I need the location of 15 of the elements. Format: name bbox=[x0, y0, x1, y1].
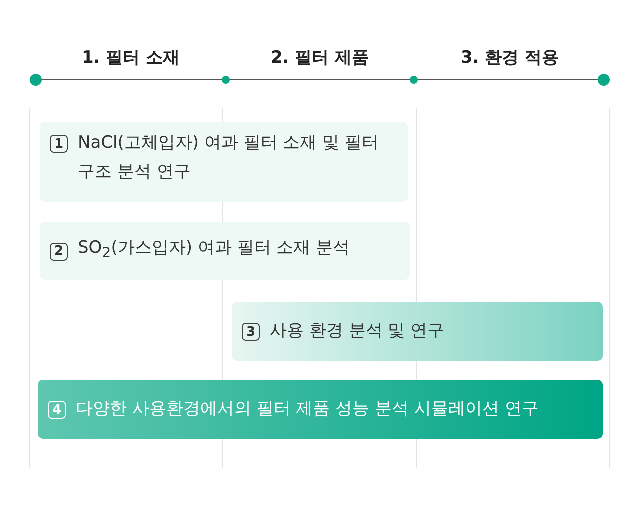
task-bar bbox=[232, 302, 603, 361]
task-bar bbox=[40, 122, 408, 202]
task-text: 사용 환경 분석 및 연구 bbox=[270, 320, 445, 343]
step-number: 4 bbox=[48, 401, 66, 419]
task-text: SO$_{2}$(가스입자) 여과 필터 소재 분석 bbox=[78, 236, 350, 264]
step-number: 2 bbox=[50, 242, 68, 260]
task-text: NaCl(고체입자) 여과 필터 소재 및 필터 구조 분석 연구 bbox=[78, 132, 380, 184]
phase-heading: 2. 필터 제품 bbox=[270, 47, 370, 69]
task-text: 다양한 사용환경에서의 필터 제품 성능 분석 시뮬레이션 연구 bbox=[76, 398, 539, 421]
phase-heading: 1. 필터 소재 bbox=[80, 47, 182, 69]
task-bar bbox=[38, 380, 603, 439]
step-number: 1 bbox=[50, 135, 68, 153]
task-bar bbox=[40, 222, 410, 280]
step-number: 3 bbox=[242, 323, 260, 341]
phase-heading: 3. 환경 적용 bbox=[460, 47, 560, 69]
